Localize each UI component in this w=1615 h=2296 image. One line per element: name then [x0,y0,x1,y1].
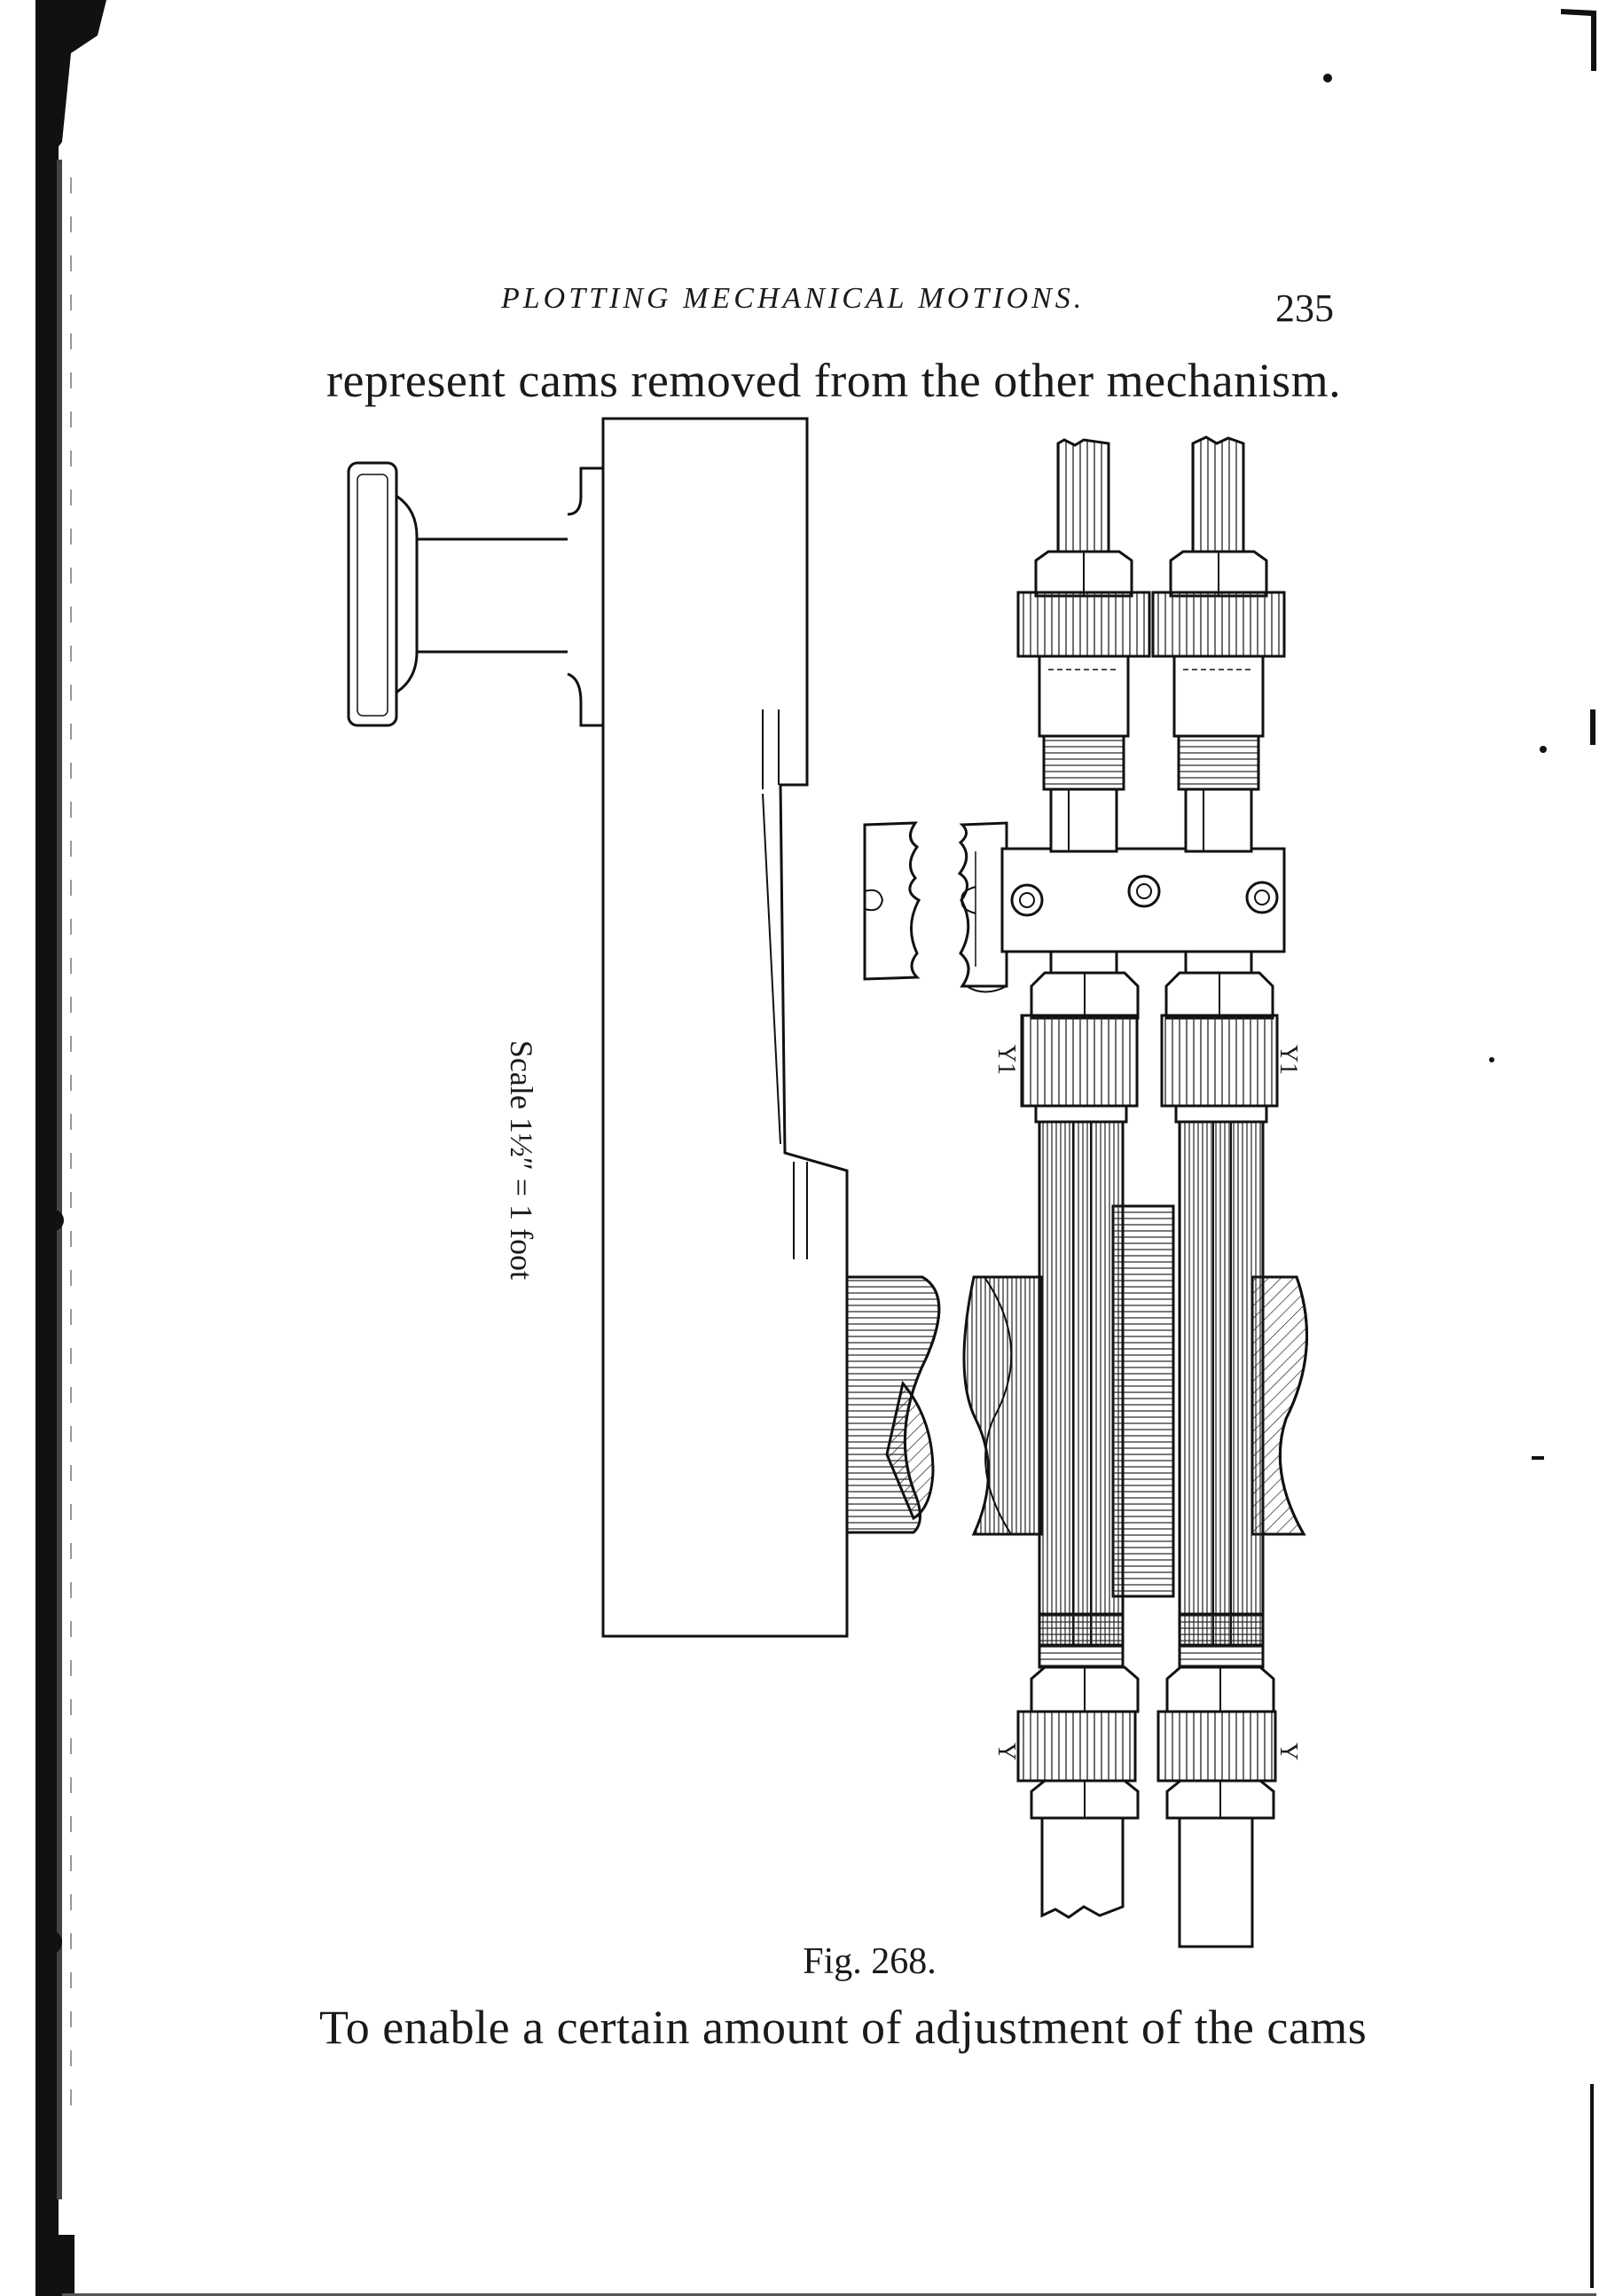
body-text-line-bottom: To enable a certain amount of adjustment… [319,2001,1368,2054]
frame-plate [601,417,849,1638]
shaft-hub [845,1275,941,1534]
cross-bar [1000,847,1286,953]
scan-specks [62,9,1596,2296]
figure-caption: Fig. 268. [803,1941,937,1982]
split-clamp [863,821,1008,993]
connecting-rod-right [1151,435,1286,1948]
connecting-rod-left [1016,438,1151,1919]
label-y-left: Y [992,1742,1020,1761]
page-number: 235 [1275,286,1334,330]
scan-binding-edge [35,0,106,2296]
flanged-boss [347,461,605,727]
label-y-right: Y [1274,1742,1302,1761]
label-y1-left: Y1 [992,1044,1020,1076]
body-text-line-top: represent cams removed from the other me… [326,354,1342,407]
label-y1-right: Y1 [1274,1044,1302,1076]
running-head: PLOTTING MECHANICAL MOTIONS. [501,282,1086,315]
scale-label: Scale 1½″ = 1 foot [504,1039,539,1281]
